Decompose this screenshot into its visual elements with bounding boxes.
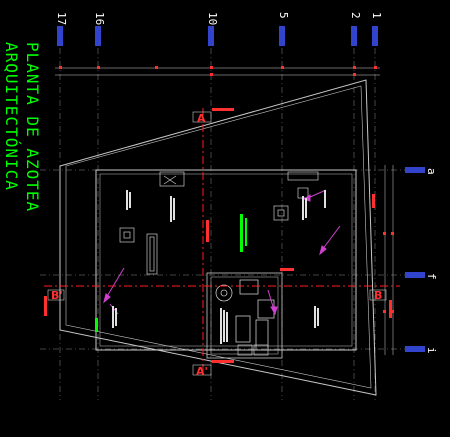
axis-label-10: 10 <box>206 12 219 25</box>
axis-label-16: 16 <box>93 12 106 25</box>
dimension-ticks-top <box>59 66 377 76</box>
axis-labels-right: a f i <box>425 168 438 354</box>
axis-label-1: 1 <box>370 12 383 19</box>
axis-markers-right <box>405 167 425 352</box>
grid-lines-horizontal <box>40 169 405 350</box>
roof-features <box>119 171 319 356</box>
dimension-ticks-right <box>383 232 394 313</box>
annotation-blocks <box>112 190 326 344</box>
green-notes <box>95 214 247 332</box>
axis-label-a: a <box>425 168 438 175</box>
dimension-lines-top <box>55 67 380 76</box>
axis-label-2: 2 <box>349 12 362 19</box>
section-lines <box>44 108 400 372</box>
drawing-title: PLANTA DE AZOTEA ARQUITECTÓNICA <box>2 42 42 212</box>
axis-label-i: i <box>425 347 438 354</box>
grid-lines-vertical <box>59 48 376 400</box>
axis-markers-top <box>57 26 378 46</box>
section-label-b-right: B <box>374 289 382 302</box>
section-markers: A A' B' B <box>47 111 387 378</box>
axis-label-5: 5 <box>277 12 290 19</box>
dimension-lines-right <box>384 165 394 355</box>
section-label-a-bottom: A' <box>196 365 208 378</box>
section-label-b-left: B' <box>51 289 63 302</box>
stair-room <box>206 272 283 359</box>
title-line-1: PLANTA DE AZOTEA <box>23 42 42 212</box>
title-line-2: ARQUITECTÓNICA <box>2 42 21 191</box>
roof-perimeter <box>95 169 357 351</box>
level-tags <box>44 108 392 363</box>
axis-label-17: 17 <box>55 12 68 25</box>
axis-labels-top: 17 16 10 5 2 1 <box>55 12 383 25</box>
axis-label-f: f <box>425 273 438 280</box>
roof-outline <box>59 79 377 396</box>
tank-icon <box>215 284 233 302</box>
section-label-a-top: A <box>197 112 206 125</box>
